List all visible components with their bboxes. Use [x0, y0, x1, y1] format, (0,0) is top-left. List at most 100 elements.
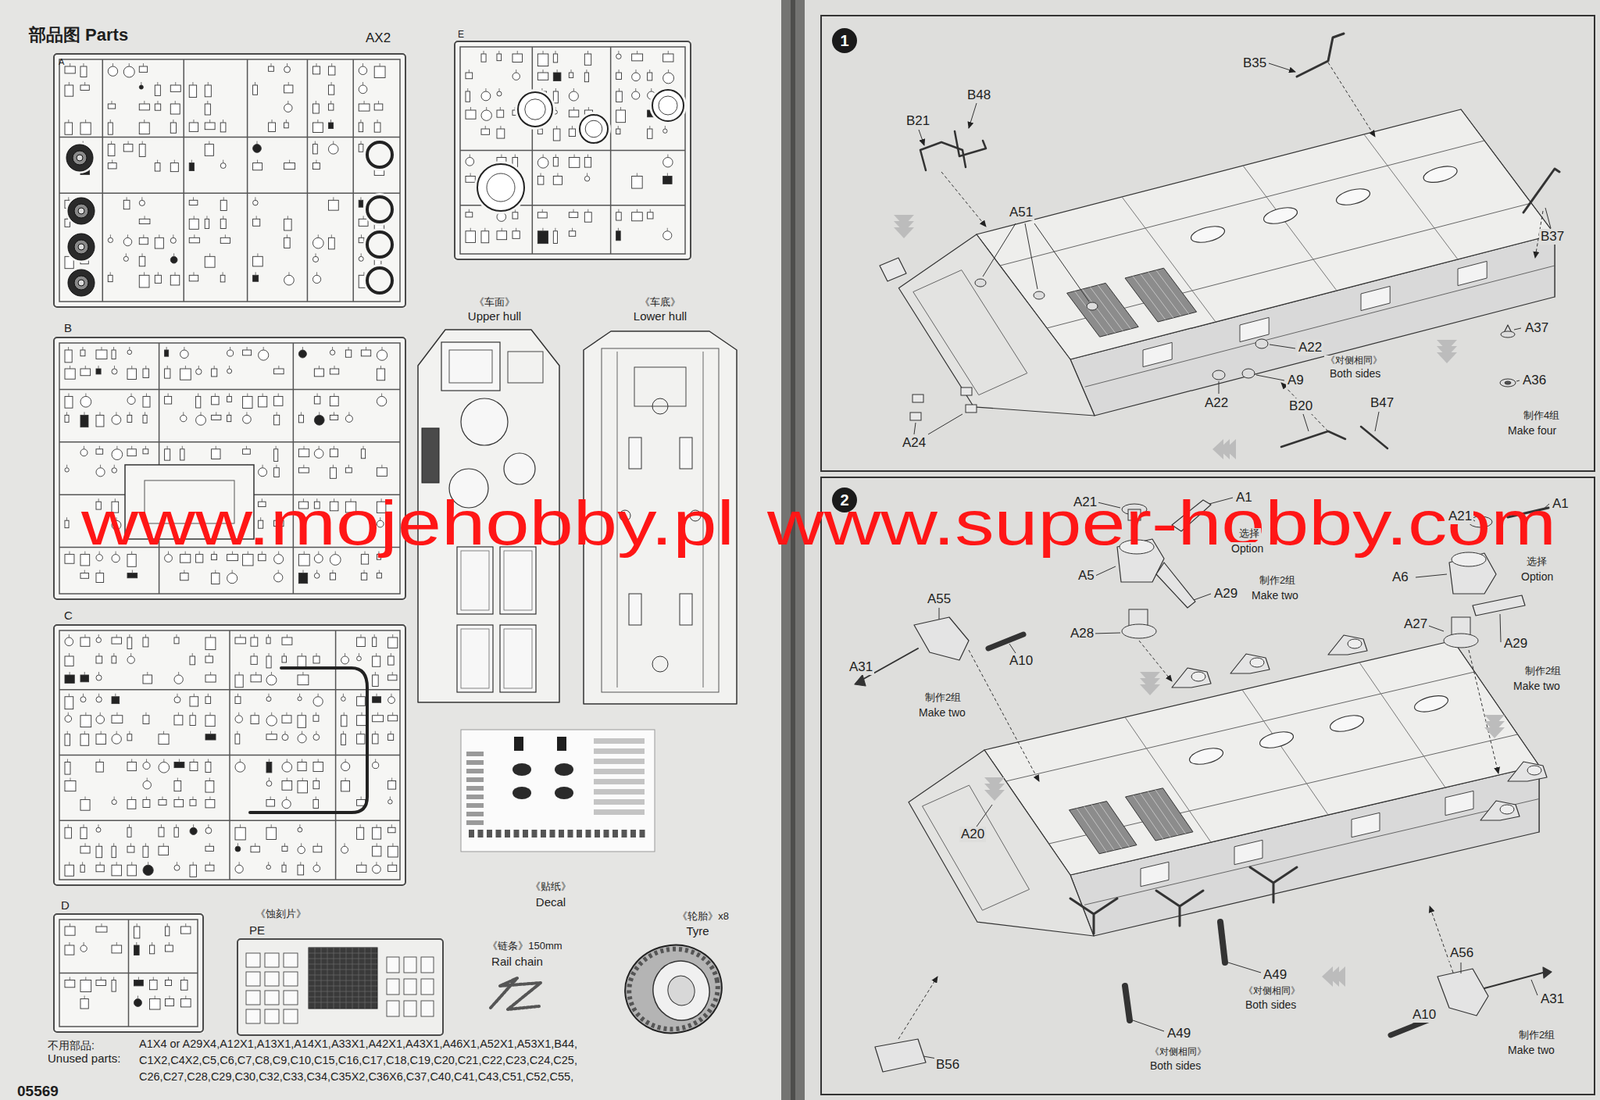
sprue-part	[64, 637, 74, 647]
rod-part	[1360, 426, 1388, 449]
sprue-part	[180, 449, 185, 461]
sprue-part	[196, 396, 201, 408]
sprue-part	[313, 762, 323, 772]
sprue-part	[242, 449, 251, 454]
ring-ground	[474, 160, 528, 215]
sprue-gate	[377, 712, 379, 716]
sprue-gate	[360, 796, 362, 800]
sprue-runner	[59, 136, 400, 139]
sprue-part	[376, 396, 386, 406]
sprue-gate	[345, 759, 347, 763]
sprue-gate	[131, 446, 133, 450]
sprue-gate	[145, 842, 147, 847]
decal-strip	[567, 829, 574, 838]
sprue-runner	[59, 754, 400, 757]
sprue-gate	[136, 923, 138, 927]
sprue-part	[297, 864, 304, 875]
sprue-gate	[161, 796, 163, 800]
sprue-gate	[99, 570, 100, 574]
sprue-part	[134, 945, 140, 955]
pe-part	[246, 1009, 261, 1024]
callout-label: Make four	[1506, 424, 1558, 437]
decal-insignia	[554, 786, 574, 800]
pe-mesh-line	[339, 947, 341, 1009]
sprue-gate	[116, 712, 118, 716]
sprue-gate	[360, 234, 362, 238]
sprue-part	[134, 980, 144, 986]
sprue-part	[96, 675, 102, 681]
sprue-gate	[317, 759, 319, 763]
hint-arrow	[1139, 671, 1161, 696]
sprue-gate	[392, 634, 393, 638]
sprue-gate	[268, 759, 270, 763]
sprue-part	[174, 827, 179, 837]
sprue-gate	[392, 842, 393, 847]
sprue-gate	[146, 759, 147, 763]
hull-hatch	[1187, 745, 1225, 768]
hull-hatch	[1421, 163, 1459, 186]
sprue-gate	[114, 464, 115, 468]
upper-hull-door	[460, 550, 490, 611]
sprue-part	[258, 467, 268, 477]
sprue-gate	[128, 346, 130, 350]
hint-arrow	[1321, 966, 1346, 987]
hull-grille-bar	[1140, 793, 1172, 838]
sprue-gate	[317, 234, 319, 238]
upper-hull-hatch	[460, 398, 508, 446]
sprue-gate	[276, 411, 278, 415]
sprue-part	[96, 980, 107, 986]
sprue-part	[164, 396, 172, 404]
sprue-gate	[391, 778, 393, 782]
sprue-part	[180, 554, 191, 564]
sprue-part	[274, 573, 283, 583]
sprue-gate	[360, 196, 361, 200]
sprue-part	[481, 53, 486, 62]
sprue-part	[220, 163, 226, 169]
sprue-part	[282, 846, 288, 851]
sprue-gate	[271, 119, 273, 123]
sprue-gate	[222, 119, 224, 123]
sprue-part	[372, 734, 379, 744]
callout-label: A37	[1523, 320, 1550, 336]
sprue-part	[314, 554, 323, 564]
road-wheel	[67, 269, 95, 297]
sprue-gate	[110, 234, 111, 238]
sprue-part	[341, 781, 350, 792]
sprue-gate	[317, 842, 318, 847]
sprue-part	[181, 926, 191, 934]
sprue-part	[372, 715, 384, 722]
sprue-gate	[375, 731, 376, 735]
sprue-gate	[515, 69, 517, 73]
sprue-gate	[185, 365, 186, 369]
part-outline	[1500, 378, 1516, 387]
sprue-gate	[390, 653, 392, 657]
sprue-gate	[500, 125, 501, 129]
sprue-gate	[116, 446, 118, 450]
sprue-part	[358, 66, 368, 75]
sprue-part	[360, 554, 368, 565]
callout-label: 制作2组	[1523, 665, 1563, 678]
upper-hull-hatch	[441, 342, 500, 391]
sprue-gate	[557, 173, 558, 177]
sprue-part	[127, 350, 133, 355]
sprue-gate	[376, 842, 378, 847]
ring-ground	[649, 86, 687, 125]
sprue-part	[568, 231, 575, 237]
sprue-gate	[183, 570, 185, 574]
sprue-part	[164, 350, 169, 357]
sprue-part	[174, 781, 182, 792]
sprue-gate	[315, 731, 317, 735]
sprue-part	[111, 945, 122, 954]
sprue-part	[250, 675, 261, 683]
hull-hatch	[1257, 728, 1295, 751]
sprue-part	[250, 715, 259, 725]
sprue-part	[372, 827, 382, 840]
sprue-part	[96, 846, 103, 858]
sprue-gate	[168, 996, 170, 1000]
sprue-ground	[53, 53, 407, 308]
ring-part	[367, 142, 393, 168]
sprue-gate	[333, 446, 335, 450]
wishbone-part	[1070, 898, 1118, 934]
hull-grille-bar	[1097, 285, 1131, 329]
sprue-part	[170, 275, 179, 286]
